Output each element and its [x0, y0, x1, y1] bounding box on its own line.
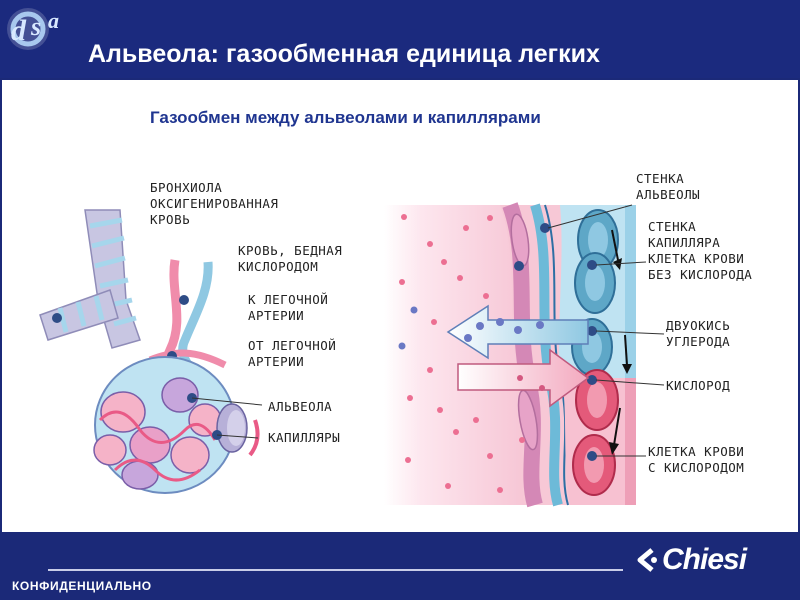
svg-text:d: d	[11, 14, 27, 47]
label-oxygenated-cell: КЛЕТКА КРОВИ С КИСЛОРОДОМ	[648, 444, 745, 475]
label-alveolus: АЛЬВЕОЛА	[268, 399, 333, 414]
label-to-pulmonary-artery: К ЛЕГОЧНОЙ АРТЕРИИ	[248, 292, 329, 323]
alveolar-sac	[93, 356, 263, 494]
marker-dot	[587, 451, 597, 461]
chiesi-brand: Chiesi	[662, 543, 747, 576]
leader-line	[216, 434, 259, 439]
oxygen-arrow	[457, 348, 590, 408]
leader-line	[191, 397, 263, 406]
diffusing-molecules	[398, 214, 525, 493]
chiesi-logo-icon	[637, 548, 657, 572]
svg-text:a: a	[48, 8, 59, 33]
label-capillary-wall: СТЕНКА КАПИЛЛЯРА КЛЕТКА КРОВИ БЕЗ КИСЛОР…	[648, 219, 753, 282]
label-bronchiole: БРОНХИОЛА ОКСИГЕНИРОВАННАЯ КРОВЬ	[150, 180, 279, 227]
label-blood-low-oxygen: КРОВЬ, БЕДНАЯ КИСЛОРОДОМ	[238, 243, 343, 274]
label-from-pulmonary-artery: ОТ ЛЕГОЧНОЙ АРТЕРИИ	[248, 338, 337, 369]
confidential-label: КОНФИДЕНЦИАЛЬНО	[12, 579, 152, 593]
marker-dot	[587, 260, 597, 270]
bronchiole-tube	[39, 209, 141, 349]
marker-dot	[514, 261, 524, 271]
marker-dot	[540, 223, 550, 233]
co2-arrow	[446, 304, 589, 360]
page-title: Альвеола: газообменная единица легких	[88, 40, 600, 68]
label-carbon-dioxide: ДВУОКИСЬ УГЛЕРОДА	[666, 318, 731, 349]
flow-arrows	[609, 229, 632, 455]
svg-text:s: s	[30, 12, 41, 41]
marker-dot	[52, 313, 62, 323]
marker-dot	[587, 326, 597, 336]
diagram-subtitle: Газообмен между альвеолами и капиллярами	[150, 108, 541, 127]
dsa-logo: d s a	[7, 8, 59, 50]
marker-dot	[179, 295, 189, 305]
label-alveolar-wall: СТЕНКА АЛЬВЕОЛЫ	[636, 171, 701, 202]
footer-divider	[48, 569, 623, 571]
label-oxygen: КИСЛОРОД	[666, 378, 731, 393]
marker-dot	[587, 375, 597, 385]
label-capillaries: КАПИЛЛЯРЫ	[268, 430, 341, 445]
leader-lines	[547, 204, 665, 457]
header: d s a Альвеола: газообменная единица лег…	[0, 0, 800, 78]
